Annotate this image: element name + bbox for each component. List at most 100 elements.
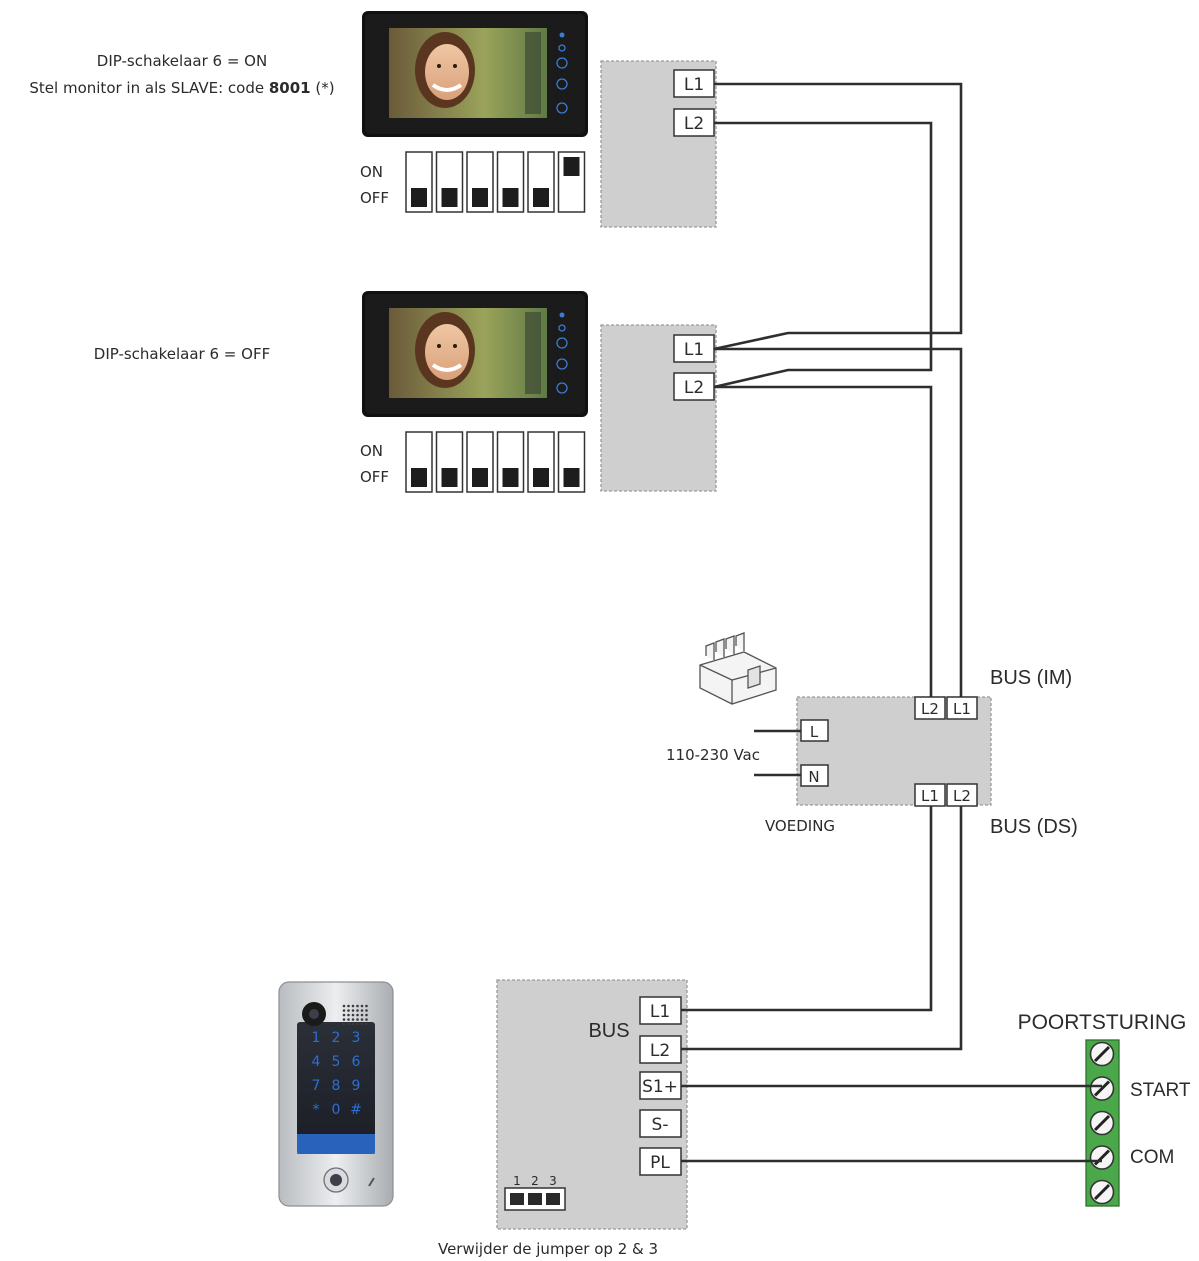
svg-text:L1: L1 — [921, 787, 939, 805]
svg-text:L1: L1 — [684, 75, 704, 95]
menu-button-icon — [558, 44, 566, 52]
svg-text:2: 2 — [531, 1174, 539, 1188]
psu-bus-im-terminal-l1: L1 — [946, 696, 978, 720]
dip-knob — [472, 468, 488, 487]
dip-switch-3 — [466, 151, 494, 213]
wire-l1-monitor2-to-psu — [714, 347, 963, 697]
speaker-grille-icon — [342, 1004, 368, 1026]
monitor1-note-line1: DIP-schakelaar 6 = ON — [97, 52, 267, 70]
door-station-terminal-l1: L1 — [639, 996, 682, 1025]
jumper-block: 1 2 3 — [504, 1174, 566, 1211]
keypad-key: 1 — [312, 1030, 321, 1046]
svg-text:S-: S- — [652, 1115, 669, 1135]
keypad-key: # — [350, 1102, 362, 1118]
svg-text:S1+: S1+ — [642, 1077, 678, 1097]
wire-l1-psu-to-door-station — [681, 806, 933, 1012]
unlock-button-icon — [556, 102, 568, 114]
svg-text:L2: L2 — [684, 114, 704, 134]
dip-knob — [441, 188, 458, 207]
dip-knob — [502, 468, 519, 487]
svg-text:L2: L2 — [953, 787, 971, 805]
keypad-key: 2 — [332, 1030, 341, 1046]
svg-text:N: N — [808, 768, 819, 786]
microphone-icon — [368, 1177, 375, 1187]
monitor1-terminal-l2: L2 — [673, 108, 715, 137]
svg-text:L: L — [810, 723, 819, 741]
unlock-button-icon — [556, 382, 568, 394]
wire-l2-monitor2-to-psu — [714, 385, 933, 697]
door-station-terminal-s-minus: S- — [639, 1109, 682, 1138]
dip-knob — [533, 468, 549, 487]
keypad-panel — [297, 1022, 375, 1154]
monitor-button-icon — [556, 337, 568, 349]
keypad-key: 0 — [332, 1102, 341, 1118]
dip-knob — [563, 157, 580, 176]
terminal-screws — [1089, 1041, 1115, 1205]
nameplate-light — [297, 1134, 375, 1154]
wire-l2-psu-to-door-station — [681, 806, 963, 1051]
bus-wiring — [681, 82, 1102, 1163]
monitor2-terminal-l1: L1 — [673, 334, 715, 363]
monitor2-dip-switch-bank — [405, 431, 586, 493]
bus-ds-label: BUS (DS) — [990, 816, 1078, 838]
psu-name-label: VOEDING — [765, 817, 835, 835]
psu-bus-ds-terminal-l2: L2 — [946, 783, 978, 807]
dip-switch-3 — [466, 431, 494, 493]
keypad-key: 6 — [352, 1054, 361, 1070]
gate-start-label: START — [1130, 1080, 1191, 1101]
keypad-key: 8 — [332, 1078, 341, 1094]
monitor1-terminal-l1: L1 — [673, 69, 715, 98]
monitor2-dip-off-label: OFF — [360, 468, 389, 486]
svg-text:L2: L2 — [684, 378, 704, 398]
door-station-terminal-s1-plus: S1+ — [639, 1071, 682, 1100]
svg-text:1: 1 — [513, 1174, 521, 1188]
jumper-note: Verwijder de jumper op 2 & 3 — [438, 1240, 658, 1258]
dip-knob — [441, 468, 458, 487]
keypad-key: 4 — [312, 1054, 321, 1070]
screw-icon — [1089, 1076, 1115, 1101]
dip-knob — [411, 188, 427, 207]
monitor1-note-line2: Stel monitor in als SLAVE: code 8001 (*) — [29, 79, 334, 97]
keypad-key: 9 — [352, 1078, 361, 1094]
screw-icon — [1089, 1145, 1115, 1170]
gate-com-label: COM — [1130, 1147, 1174, 1168]
screw-icon — [1089, 1110, 1115, 1136]
monitor-button-icon — [556, 57, 568, 69]
dip-knob — [502, 188, 519, 207]
dip-knob — [411, 468, 427, 487]
psu-terminal-n: N — [800, 764, 829, 787]
din-rail-psu-icon — [699, 632, 777, 705]
dip-switch-4 — [496, 151, 525, 213]
dip-knob — [563, 468, 580, 487]
slave-code: 8001 — [269, 79, 311, 97]
dip-switch-4 — [496, 431, 525, 493]
svg-text:L1: L1 — [684, 340, 704, 360]
psu-terminal-l: L — [800, 719, 829, 742]
door-station-terminal-pl: PL — [639, 1147, 682, 1176]
svg-text:3: 3 — [549, 1174, 557, 1188]
gate-control-title: POORTSTURING — [1018, 1011, 1187, 1034]
door-station-terminal-l2: L2 — [639, 1035, 682, 1064]
video-monitor-1 — [362, 11, 588, 137]
monitor1-dip-switch-bank — [405, 151, 586, 213]
keypad-key: 5 — [332, 1054, 341, 1070]
dip-knob — [533, 188, 549, 207]
wire-l1-monitor1-to-monitor2 — [713, 82, 963, 351]
monitor2-dip-on-label: ON — [360, 442, 383, 460]
screw-icon — [1089, 1041, 1115, 1067]
led-icon — [559, 32, 565, 38]
talk-button-icon — [556, 358, 568, 370]
svg-text:L2: L2 — [921, 700, 939, 718]
monitor2-note: DIP-schakelaar 6 = OFF — [94, 345, 270, 363]
wire-l2-monitor1-to-monitor2 — [713, 121, 933, 389]
screw-icon — [1089, 1179, 1115, 1205]
dip-switch-5 — [527, 431, 555, 493]
monitor2-terminal-l2: L2 — [673, 372, 715, 401]
psu-voltage-label: 110-230 Vac — [666, 746, 760, 764]
svg-text:L2: L2 — [650, 1041, 670, 1061]
svg-text:PL: PL — [650, 1153, 670, 1173]
